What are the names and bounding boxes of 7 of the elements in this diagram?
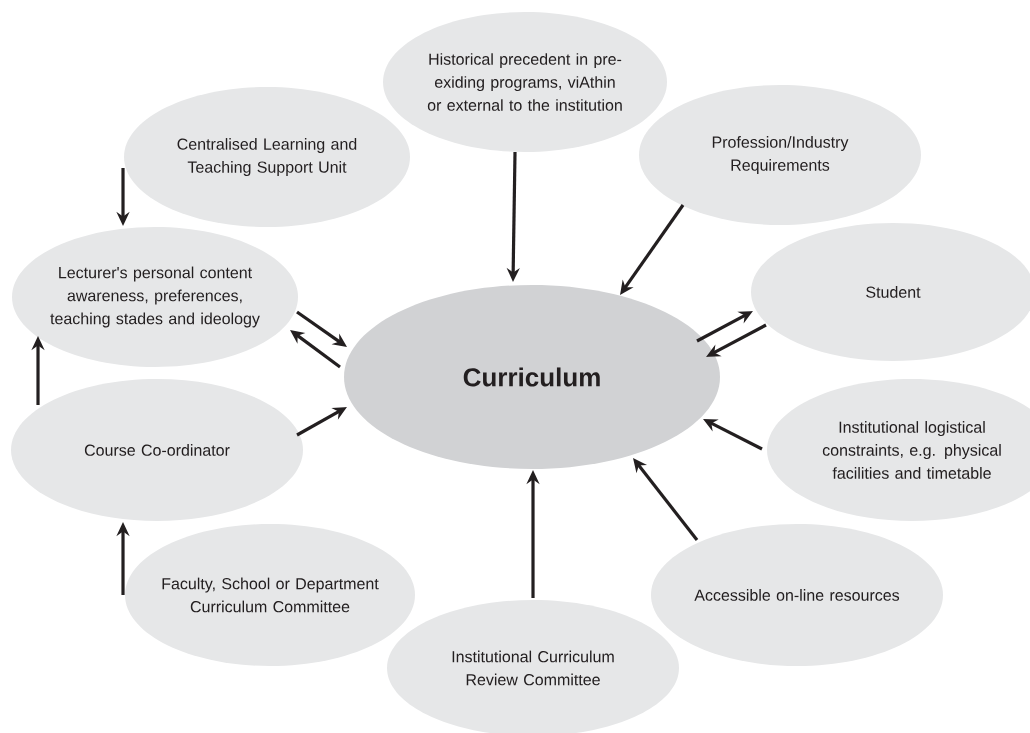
ellipse-node: Profession/Industry Requirements — [639, 85, 921, 225]
ellipse-node: Lecturer's personal content awareness, preferences, teaching stades and ideology — [12, 227, 298, 367]
ellipse-node: Centralised Learning and Teaching Support Unit — [124, 87, 410, 227]
ellipse-node: Faculty, School or Department Curriculum Committee — [125, 524, 415, 666]
ellipse-node: Course Co-ordinator — [11, 379, 303, 521]
ellipse-node: Historical precedent in pre-exiding programs, viAthin or external to the institution — [383, 12, 667, 152]
ellipse-node: Accessible on-line resources — [651, 524, 943, 666]
